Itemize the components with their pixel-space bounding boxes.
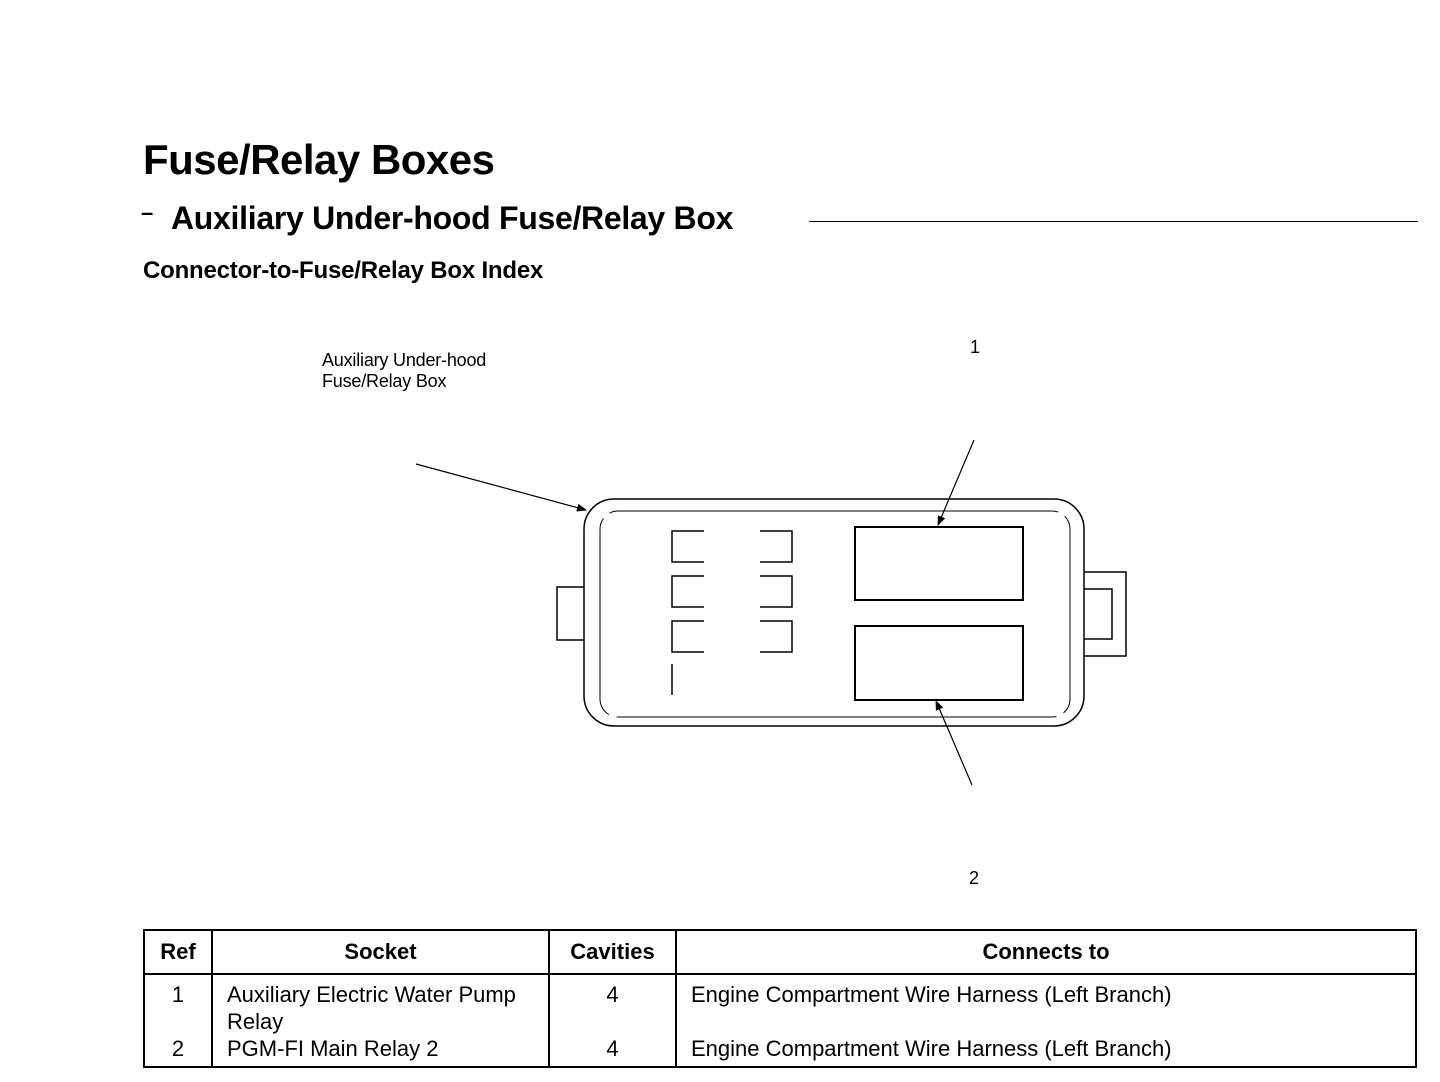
cell-socket: PGM-FI Main Relay 2 (211, 1035, 550, 1068)
cell-socket: Auxiliary Electric Water Pump Relay (211, 974, 550, 1035)
fuse-slot (760, 620, 793, 653)
box-housing-inner (599, 510, 1071, 718)
cell-ref: 1 (143, 974, 213, 1035)
fuse-slot (671, 575, 704, 608)
callout-1-label: 1 (970, 337, 980, 357)
box-label-leader (415, 463, 587, 512)
relay-socket-2 (854, 625, 1024, 701)
fuse-slot (671, 530, 704, 563)
connector-index-table: Ref Socket Cavities Connects to 1 Auxili… (143, 929, 1417, 1068)
header-socket: Socket (211, 929, 550, 975)
table-row: 2 PGM-FI Main Relay 2 4 Engine Compartme… (143, 1035, 1417, 1068)
header-connects-to: Connects to (675, 929, 1417, 975)
cell-cavities: 4 (548, 1035, 677, 1068)
right-mount-tab-inner (1084, 588, 1113, 640)
callout-2-label: 2 (969, 868, 979, 888)
right-mount-tab-outer (1084, 571, 1127, 657)
box-housing-outer (583, 498, 1085, 727)
table-row: 1 Auxiliary Electric Water Pump Relay 4 … (143, 974, 1417, 1035)
cell-connects-to: Engine Compartment Wire Harness (Left Br… (675, 1035, 1417, 1068)
callout-2-leader (935, 700, 973, 786)
fuse-slot (760, 575, 793, 608)
section-marker: – (141, 200, 154, 225)
page-title: Fuse/Relay Boxes (143, 136, 495, 183)
cell-cavities: 4 (548, 974, 677, 1035)
box-label: Auxiliary Under-hood Fuse/Relay Box (322, 350, 487, 391)
header-cavities: Cavities (548, 929, 677, 975)
section-rule (809, 221, 1418, 222)
left-mount-tab (556, 586, 584, 641)
fuse-slot (671, 620, 704, 653)
cell-ref: 2 (143, 1035, 213, 1068)
relay-socket-1 (854, 526, 1024, 601)
cell-connects-to: Engine Compartment Wire Harness (Left Br… (675, 974, 1417, 1035)
section-title: Auxiliary Under-hood Fuse/Relay Box (171, 200, 734, 236)
callout-1-leader (937, 439, 975, 526)
table-header-row: Ref Socket Cavities Connects to (143, 929, 1417, 975)
subsection-title: Connector-to-Fuse/Relay Box Index (143, 257, 544, 284)
header-ref: Ref (143, 929, 213, 975)
fuse-slot (760, 530, 793, 563)
section-header: – Auxiliary Under-hood Fuse/Relay Box (141, 198, 1418, 238)
